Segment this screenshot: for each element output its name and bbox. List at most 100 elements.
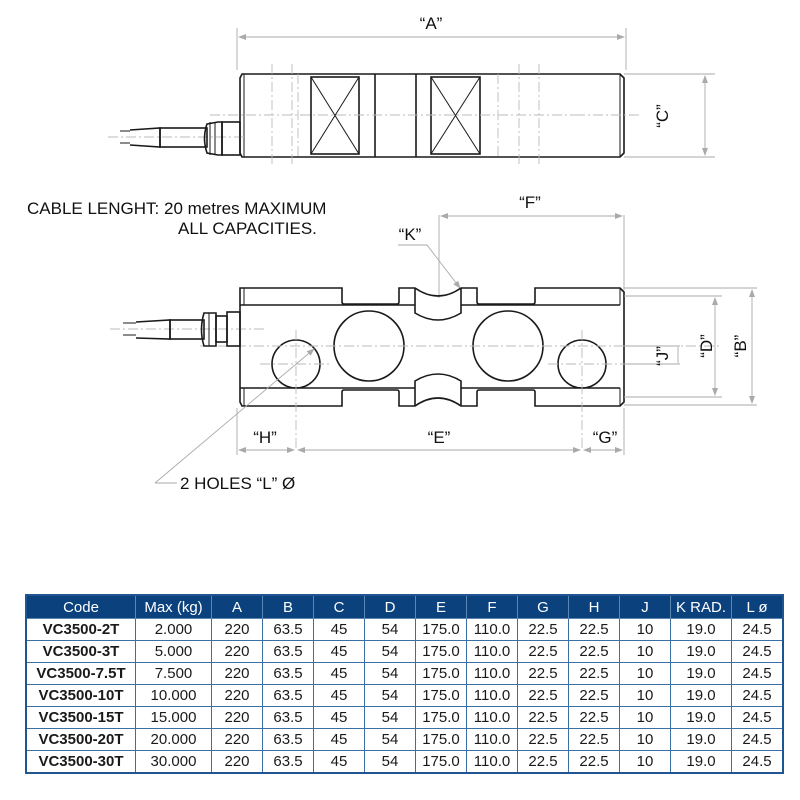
col-header-max-kg: Max (kg) — [135, 594, 212, 619]
cell-l-dia: 24.5 — [731, 662, 784, 685]
cell-j: 10 — [619, 750, 671, 774]
technical-drawing: “A” — [27, 14, 757, 493]
cell-h: 22.5 — [568, 728, 620, 751]
capacities-note: ALL CAPACITIES. — [178, 219, 317, 238]
cell-f: 110.0 — [466, 684, 518, 707]
cell-g: 22.5 — [517, 706, 569, 729]
cell-l-dia: 24.5 — [731, 728, 784, 751]
col-header-b: B — [262, 594, 314, 619]
cell-l-dia: 24.5 — [731, 750, 784, 774]
col-header-l-dia: L ø — [731, 594, 784, 619]
cell-max-kg: 7.500 — [135, 662, 212, 685]
cell-code: VC3500-10T — [25, 684, 136, 707]
dim-a-label: “A” — [420, 14, 443, 33]
cell-h: 22.5 — [568, 640, 620, 663]
cell-b: 63.5 — [262, 684, 314, 707]
cell-a: 220 — [211, 684, 263, 707]
cell-k-rad: 19.0 — [670, 684, 732, 707]
cell-d: 54 — [364, 684, 416, 707]
cell-l-dia: 24.5 — [731, 640, 784, 663]
cell-k-rad: 19.0 — [670, 662, 732, 685]
cell-l-dia: 24.5 — [731, 706, 784, 729]
cell-code: VC3500-3T — [25, 640, 136, 663]
side-body-outline — [239, 287, 625, 407]
cell-b: 63.5 — [262, 618, 314, 641]
cell-b: 63.5 — [262, 706, 314, 729]
cable-gland-top — [120, 121, 241, 156]
cell-f: 110.0 — [466, 728, 518, 751]
cell-c: 45 — [313, 640, 365, 663]
cell-k-rad: 19.0 — [670, 750, 732, 774]
cell-c: 45 — [313, 750, 365, 774]
cell-d: 54 — [364, 618, 416, 641]
cell-h: 22.5 — [568, 684, 620, 707]
cell-c: 45 — [313, 728, 365, 751]
cell-e: 175.0 — [415, 684, 467, 707]
cell-k-rad: 19.0 — [670, 618, 732, 641]
dim-k-leader — [398, 244, 461, 289]
col-header-e: E — [415, 594, 467, 619]
cell-e: 175.0 — [415, 618, 467, 641]
cell-a: 220 — [211, 662, 263, 685]
cell-max-kg: 15.000 — [135, 706, 212, 729]
col-header-h: H — [568, 594, 620, 619]
col-header-a: A — [211, 594, 263, 619]
cell-h: 22.5 — [568, 706, 620, 729]
cell-code: VC3500-30T — [25, 750, 136, 774]
cell-f: 110.0 — [466, 640, 518, 663]
col-header-code: Code — [25, 594, 136, 619]
cell-e: 175.0 — [415, 750, 467, 774]
cell-c: 45 — [313, 706, 365, 729]
cell-a: 220 — [211, 706, 263, 729]
cell-h: 22.5 — [568, 750, 620, 774]
holes-note: 2 HOLES “L” Ø — [180, 474, 295, 493]
cell-g: 22.5 — [517, 728, 569, 751]
cell-max-kg: 30.000 — [135, 750, 212, 774]
cell-code: VC3500-2T — [25, 618, 136, 641]
cell-c: 45 — [313, 662, 365, 685]
strain-gauge-box-right — [430, 76, 481, 155]
cell-code: VC3500-7.5T — [25, 662, 136, 685]
cell-j: 10 — [619, 706, 671, 729]
dim-e-label: “E” — [428, 428, 451, 447]
cell-code: VC3500-20T — [25, 728, 136, 751]
cell-b: 63.5 — [262, 640, 314, 663]
cell-k-rad: 19.0 — [670, 728, 732, 751]
top-view: “A” — [108, 14, 715, 166]
cell-k-rad: 19.0 — [670, 640, 732, 663]
cell-a: 220 — [211, 750, 263, 774]
cell-g: 22.5 — [517, 684, 569, 707]
table-header-row: Code Max (kg) A B C D E F G H J K RAD. L… — [25, 594, 784, 619]
dim-l-leader — [154, 348, 315, 484]
cell-b: 63.5 — [262, 728, 314, 751]
dim-f-label: “F” — [519, 193, 541, 212]
cable-gland-side — [123, 311, 241, 347]
cell-h: 22.5 — [568, 662, 620, 685]
cell-c: 45 — [313, 618, 365, 641]
cable-length-note: CABLE LENGHT: 20 metres MAXIMUM — [27, 199, 326, 218]
strain-gauge-box-left — [310, 76, 360, 155]
dim-k-label: “K” — [399, 225, 422, 244]
cell-f: 110.0 — [466, 662, 518, 685]
cell-f: 110.0 — [466, 750, 518, 774]
side-view: “F” “K” — [110, 193, 757, 493]
cell-j: 10 — [619, 728, 671, 751]
dim-g-label: “G” — [593, 428, 618, 447]
cell-code: VC3500-15T — [25, 706, 136, 729]
cell-g: 22.5 — [517, 618, 569, 641]
cell-f: 110.0 — [466, 706, 518, 729]
col-header-k-rad: K RAD. — [670, 594, 732, 619]
cell-g: 22.5 — [517, 750, 569, 774]
cell-a: 220 — [211, 618, 263, 641]
cell-l-dia: 24.5 — [731, 618, 784, 641]
cell-k-rad: 19.0 — [670, 706, 732, 729]
cell-d: 54 — [364, 750, 416, 774]
dim-c-label: “C” — [653, 104, 672, 128]
dim-h-label: “H” — [253, 428, 277, 447]
dim-b-label: “B” — [731, 334, 750, 357]
